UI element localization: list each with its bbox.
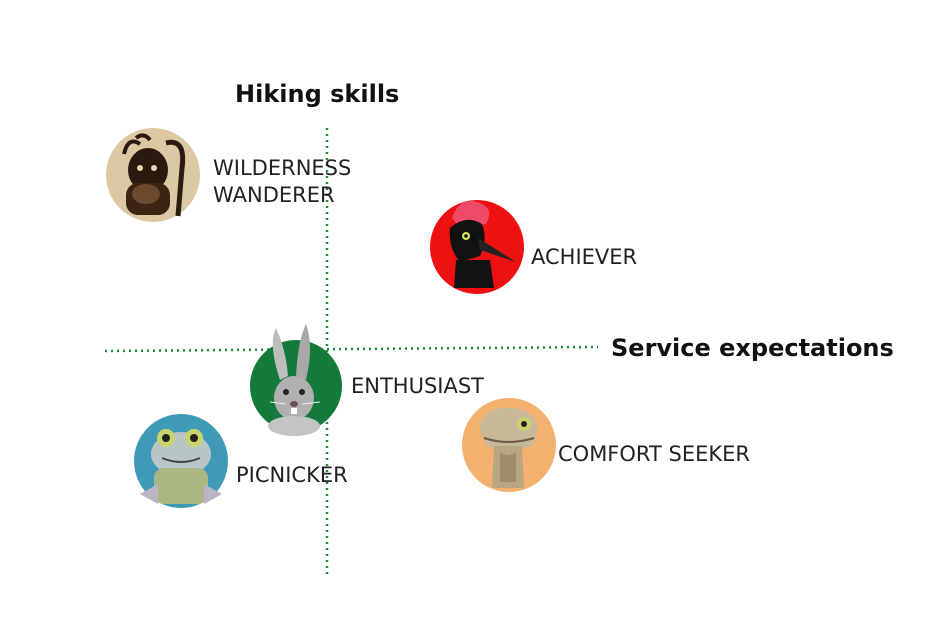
label-wilderness-wanderer: WILDERNESS WANDERER [213,155,351,209]
woodpecker-avatar [430,200,524,294]
horizontal-axis-title: Service expectations [611,334,894,362]
label-line: ENTHUSIAST [351,374,485,398]
rabbit-avatar [250,324,342,436]
horizontal-axis-line [104,345,599,353]
label-line: ACHIEVER [531,245,638,269]
label-line: WANDERER [213,183,335,207]
label-line: COMFORT SEEKER [558,442,750,466]
label-line: PICNICKER [236,463,348,487]
beetle-avatar [106,128,200,222]
frog-avatar [134,414,228,508]
vertical-axis-title: Hiking skills [235,80,400,108]
label-line: WILDERNESS [213,156,352,180]
label-achiever: ACHIEVER [531,244,637,271]
label-enthusiast: ENTHUSIAST [351,373,484,400]
lizard-avatar [462,398,556,492]
label-picnicker: PICNICKER [236,462,348,489]
label-comfort-seeker: COMFORT SEEKER [558,441,750,468]
